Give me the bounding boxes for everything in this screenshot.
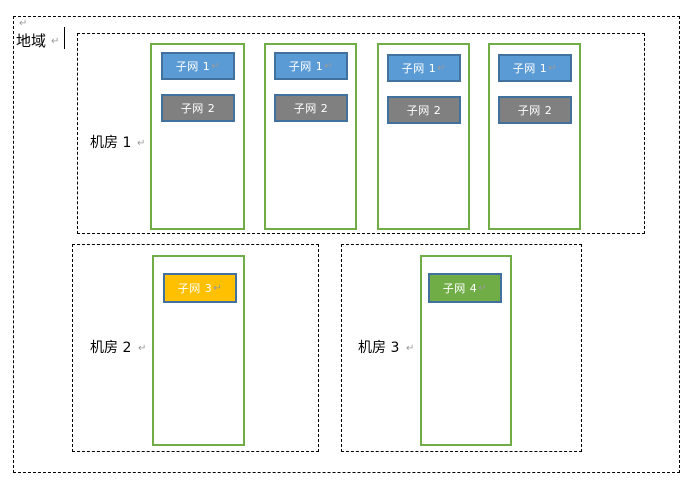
subnet-label: 子网 3 bbox=[177, 282, 213, 295]
subnet-label: 子网 1 bbox=[401, 62, 437, 75]
datacenter-3-label: 机房 3 bbox=[358, 340, 400, 356]
subnet-dc3-1-1[interactable]: 子网 4↵ bbox=[428, 273, 502, 303]
datacenter-1-paragraph-mark: ↵ bbox=[137, 138, 146, 149]
subnet-label: 子网 1 bbox=[512, 62, 548, 75]
subnet-paragraph-mark: ↵ bbox=[437, 62, 447, 74]
subnet-dc1-2-2[interactable]: 子网 2 bbox=[274, 94, 348, 122]
subnet-label: 子网 2 bbox=[293, 102, 329, 115]
subnet-paragraph-mark: ↵ bbox=[548, 62, 558, 74]
subnet-label: 子网 2 bbox=[406, 104, 442, 117]
region-label: 地域 bbox=[16, 32, 47, 50]
subnet-paragraph-mark: ↵ bbox=[478, 282, 488, 294]
subnet-paragraph-mark: ↵ bbox=[213, 282, 223, 294]
datacenter-1-label: 机房 1 bbox=[90, 135, 132, 151]
subnet-label: 子网 2 bbox=[517, 104, 553, 117]
subnet-dc2-1-1[interactable]: 子网 3↵ bbox=[163, 273, 237, 303]
subnet-paragraph-mark: ↵ bbox=[211, 60, 221, 72]
datacenter-3-paragraph-mark: ↵ bbox=[406, 343, 415, 354]
subnet-label: 子网 1 bbox=[288, 60, 324, 73]
subnet-label: 子网 2 bbox=[180, 102, 216, 115]
datacenter-2-label: 机房 2 bbox=[90, 340, 132, 356]
datacenter-2-container bbox=[72, 244, 319, 452]
subnet-dc1-2-1[interactable]: 子网 1↵ bbox=[274, 52, 348, 80]
datacenter-3-container bbox=[341, 244, 582, 452]
subnet-paragraph-mark: ↵ bbox=[324, 60, 334, 72]
region-container bbox=[13, 16, 680, 473]
datacenter-1-container bbox=[77, 33, 645, 234]
text-caret bbox=[64, 27, 65, 49]
subnet-dc1-1-2[interactable]: 子网 2 bbox=[161, 94, 235, 122]
subnet-dc1-3-1[interactable]: 子网 1↵ bbox=[387, 54, 461, 82]
subnet-dc1-1-1[interactable]: 子网 1↵ bbox=[161, 52, 235, 80]
subnet-dc1-4-2[interactable]: 子网 2 bbox=[498, 96, 572, 124]
subnet-dc1-4-1[interactable]: 子网 1↵ bbox=[498, 54, 572, 82]
paragraph-mark-top: ↵ bbox=[19, 18, 28, 29]
region-label-paragraph-mark: ↵ bbox=[51, 36, 60, 47]
subnet-label: 子网 1 bbox=[175, 60, 211, 73]
datacenter-2-paragraph-mark: ↵ bbox=[138, 343, 147, 354]
subnet-dc1-3-2[interactable]: 子网 2 bbox=[387, 96, 461, 124]
subnet-label: 子网 4 bbox=[442, 282, 478, 295]
